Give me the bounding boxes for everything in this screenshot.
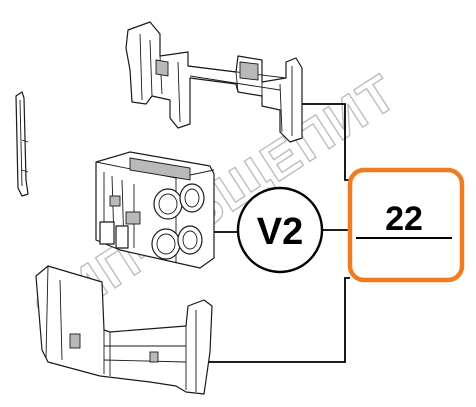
upper-bracket-part [125, 21, 303, 143]
version-badge: V2 [236, 186, 324, 274]
part-number-label: 22 [385, 200, 423, 238]
part-number-callout: 22 [347, 167, 465, 283]
control-board-part [95, 151, 215, 269]
side-rail-part [15, 91, 29, 197]
leader-lines [204, 103, 350, 363]
version-label: V2 [257, 211, 303, 253]
bottom-cover-part [35, 265, 213, 395]
